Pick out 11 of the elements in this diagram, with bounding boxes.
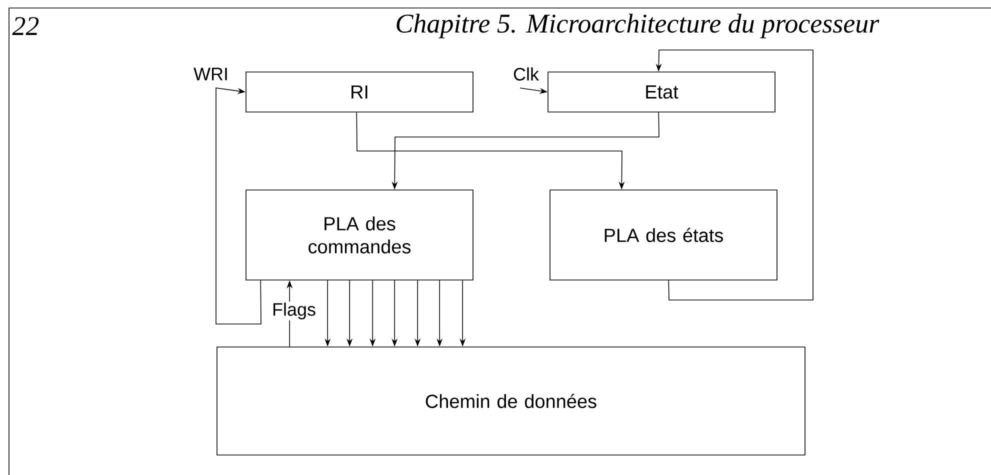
signal-label: Flags [271, 302, 318, 320]
signal-label: Clk [512, 66, 540, 82]
pla-box: PLA des états [550, 190, 778, 280]
signal-label: WRI [192, 66, 230, 82]
register-box: RI [246, 72, 474, 112]
register-box: Etat [548, 72, 776, 112]
page-number: 22 [12, 17, 39, 35]
running-header: Chapitre 5. Microarchitecture du processeur [396, 14, 880, 38]
arrow [216, 88, 262, 324]
datapath-box: Chemin de données [216, 346, 806, 456]
pla-box: PLA des commandes [246, 190, 474, 280]
